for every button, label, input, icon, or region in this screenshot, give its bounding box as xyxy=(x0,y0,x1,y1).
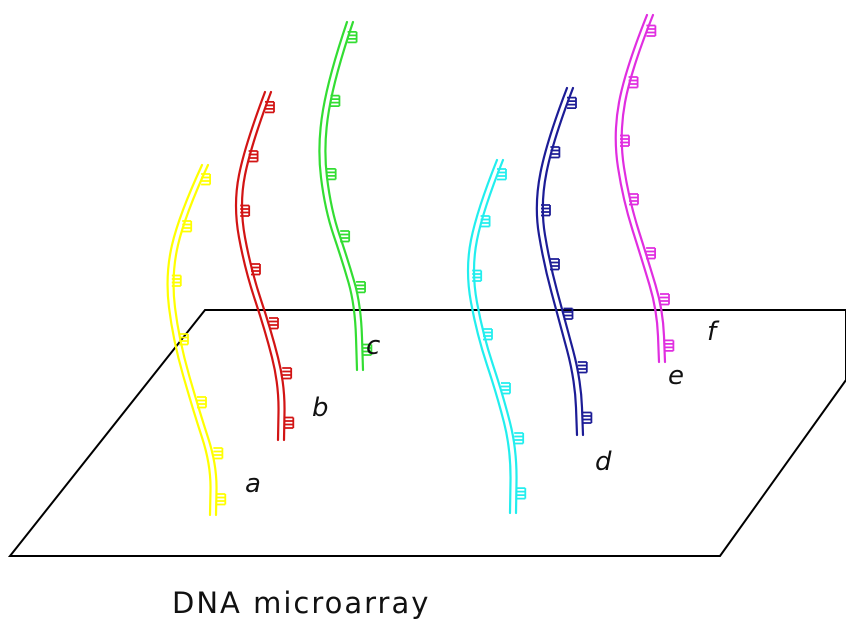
strand-label-e: e xyxy=(668,361,684,391)
strand-labels: a b c d e f xyxy=(245,317,720,499)
strand-label-d: d xyxy=(595,447,612,477)
strand-d xyxy=(537,88,592,435)
slide-surface xyxy=(10,310,846,556)
strand-d-base-group xyxy=(582,413,591,424)
strand-c-backbone-1 xyxy=(319,22,357,370)
microarray-slide xyxy=(10,310,846,556)
strand-c xyxy=(319,22,371,370)
strand-e-base-group xyxy=(660,294,669,305)
plane-label-f: f xyxy=(707,317,720,347)
strand-e-base-group xyxy=(664,340,673,351)
strand-b-backbone-1 xyxy=(236,92,279,440)
strand-label-a: a xyxy=(245,469,261,499)
strand-cyan-base-group xyxy=(516,488,525,499)
strand-d-backbone-1 xyxy=(537,88,577,435)
strand-b-base-group xyxy=(284,418,293,429)
strand-cyan-base-group xyxy=(514,433,523,444)
strand-b xyxy=(236,92,293,440)
strand-a-base-group xyxy=(213,448,222,459)
strand-label-b: b xyxy=(312,393,329,423)
strand-label-c: c xyxy=(366,331,380,361)
strand-a-base-group xyxy=(216,494,225,505)
diagram-caption: DNA microarray xyxy=(172,586,430,620)
strand-b-base-group xyxy=(282,368,291,379)
strand-a xyxy=(168,165,226,515)
strand-a-backbone-1 xyxy=(168,165,211,515)
probe-strands xyxy=(168,15,674,515)
strand-d-base-group xyxy=(578,362,587,373)
strand-cyan xyxy=(468,160,525,513)
